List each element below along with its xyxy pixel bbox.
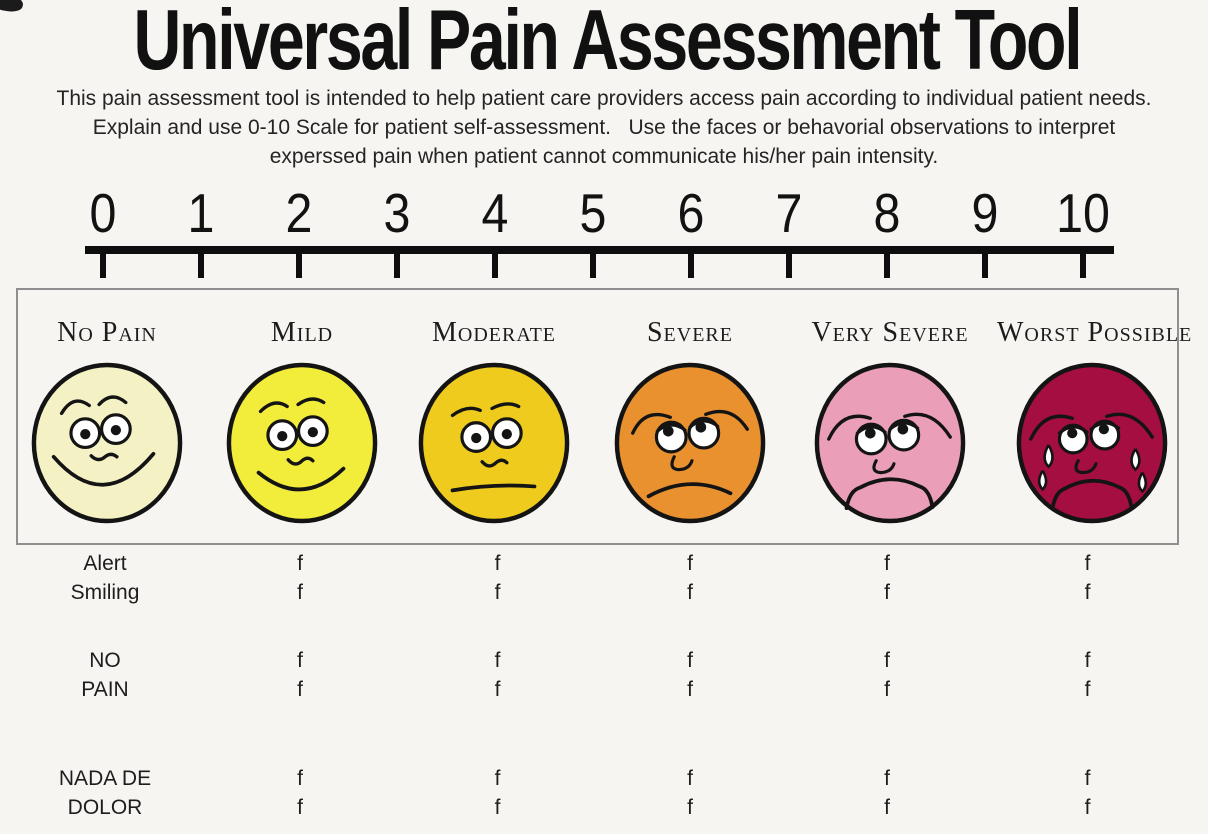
scale-number-9: 9 [971, 182, 999, 244]
check-glyph: f [687, 678, 693, 701]
check-glyph: f [297, 552, 303, 575]
check-glyph: f [1084, 678, 1091, 701]
face-label: No Pain [57, 317, 157, 348]
description-line-3: experssed pain when patient cannot commu… [269, 145, 939, 168]
table-row-alert: Alert f f f f f [0, 549, 1208, 578]
scale-tick-9 [982, 252, 988, 278]
check-glyph: f [1084, 581, 1091, 604]
scale-tick-2 [296, 252, 302, 278]
check-glyph: f [297, 678, 303, 701]
scale-tick-7 [786, 252, 792, 278]
check-glyph: f [884, 796, 890, 819]
check-glyph: f [687, 581, 693, 604]
description-line-2: Explain and use 0-10 Scale for patient s… [92, 116, 1116, 139]
check-glyph: f [884, 649, 890, 672]
scale-tick-8 [884, 252, 890, 278]
face-label: Mild [270, 317, 334, 348]
row-label: NADA DE [58, 767, 152, 790]
check-glyph: f [1084, 796, 1091, 819]
tear-drops [1037, 444, 1148, 494]
face-label: Severe [646, 317, 733, 348]
table-row-nada-de: NADA DE f f f f f [0, 764, 1208, 793]
check-glyph: f [687, 796, 693, 819]
check-glyph: f [494, 552, 501, 575]
face-column-mild: Mild [207, 316, 397, 531]
check-glyph: f [1084, 552, 1091, 575]
check-glyph: f [494, 649, 501, 672]
face-column-moderate: Moderate [399, 316, 589, 531]
scale-tick-0 [100, 252, 106, 278]
description: This pain assessment tool is intended to… [0, 84, 1208, 171]
table-row-no: NO f f f f f [0, 646, 1208, 675]
check-glyph: f [1084, 649, 1091, 672]
check-glyph: f [494, 678, 501, 701]
check-glyph: f [884, 678, 890, 701]
page-title-text: Universal Pain Assessment Tool [133, 0, 1083, 88]
table-row-pain: PAIN f f f f f [0, 675, 1208, 704]
check-glyph: f [884, 767, 890, 790]
check-glyph: f [494, 581, 501, 604]
row-label: Alert [83, 552, 127, 575]
check-glyph: f [494, 767, 501, 790]
check-glyph: f [494, 796, 501, 819]
scale-number-8: 8 [873, 182, 901, 244]
face-icon-very-severe [814, 362, 966, 524]
face-label: Very Severe [811, 317, 969, 348]
check-glyph: f [884, 581, 890, 604]
scale-axis-line [85, 246, 1114, 254]
check-glyph: f [687, 767, 693, 790]
check-glyph: f [297, 767, 303, 790]
face-column-worst-possible: Worst Possible [997, 316, 1193, 531]
check-glyph: f [297, 649, 303, 672]
row-label: PAIN [81, 678, 129, 701]
scale-number-4: 4 [481, 182, 509, 244]
scale-number-0: 0 [89, 182, 117, 244]
face-column-very-severe: Very Severe [795, 316, 985, 531]
scale-tick-4 [492, 252, 498, 278]
scale-tick-6 [688, 252, 694, 278]
check-glyph: f [884, 552, 890, 575]
check-glyph: f [1084, 767, 1091, 790]
face-icon-mild [226, 362, 378, 524]
scale-number-6: 6 [677, 182, 705, 244]
face-icon-severe [614, 362, 766, 524]
face-label: Moderate [432, 317, 556, 348]
row-label: NO [89, 649, 121, 672]
scale-number-10: 10 [1056, 182, 1110, 244]
row-label: Smiling [70, 581, 140, 604]
scale-number-7: 7 [775, 182, 803, 244]
check-glyph: f [687, 552, 693, 575]
check-glyph: f [687, 649, 693, 672]
face-column-no-pain: No Pain [12, 316, 202, 531]
scale-number-5: 5 [579, 182, 607, 244]
faces-panel: No Pain Mild [16, 288, 1191, 545]
table-row-dolor: DOLOR f f f f f [0, 793, 1208, 822]
scale-tick-3 [394, 252, 400, 278]
scale-tick-5 [590, 252, 596, 278]
face-column-severe: Severe [595, 316, 785, 531]
check-glyph: f [297, 581, 303, 604]
face-icon-no-pain [31, 362, 183, 524]
scale-tick-10 [1080, 252, 1086, 278]
scale-number-3: 3 [383, 182, 411, 244]
scale-number-2: 2 [285, 182, 313, 244]
scale-tick-1 [198, 252, 204, 278]
face-icon-worst-possible [1016, 362, 1168, 524]
description-line-1: This pain assessment tool is intended to… [56, 87, 1152, 110]
page-title: Universal Pain Assessment Tool [0, 0, 1208, 90]
face-label: Worst Possible [997, 317, 1193, 348]
check-glyph: f [297, 796, 303, 819]
row-label: DOLOR [67, 796, 143, 819]
face-icon-moderate [418, 362, 570, 524]
table-row-smiling: Smiling f f f f f [0, 578, 1208, 607]
scale-number-1: 1 [187, 182, 215, 244]
